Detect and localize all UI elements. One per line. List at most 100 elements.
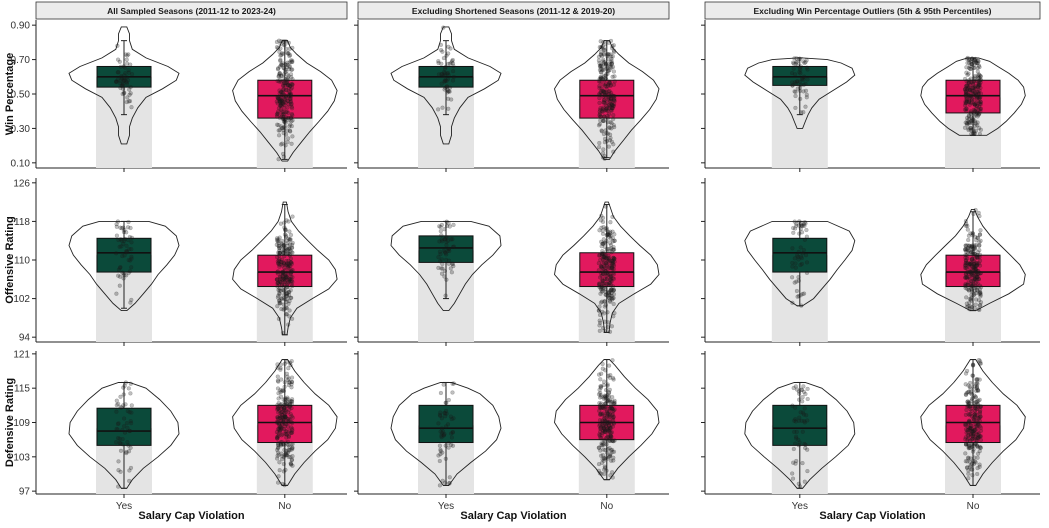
data-point [279, 63, 284, 68]
data-point [287, 53, 292, 59]
data-point [275, 374, 280, 379]
data-point [436, 72, 441, 77]
violin-outline [554, 201, 660, 333]
data-point [611, 102, 617, 107]
data-point [288, 295, 293, 300]
data-point [974, 443, 980, 448]
data-point [601, 251, 606, 256]
data-point [610, 271, 615, 276]
data-point [281, 454, 286, 459]
data-point [612, 96, 617, 101]
data-point [287, 83, 292, 88]
data-point [971, 459, 976, 464]
data-point [281, 83, 286, 88]
data-point [796, 437, 801, 442]
data-point [444, 78, 449, 83]
data-point [284, 50, 290, 55]
data-point [609, 93, 614, 98]
data-point [290, 275, 295, 280]
data-point [802, 220, 807, 225]
data-point [974, 377, 979, 382]
data-point [280, 238, 285, 244]
data-point [281, 469, 286, 474]
data-point [278, 103, 283, 108]
data-point [972, 108, 977, 114]
data-point [279, 52, 284, 57]
data-point [277, 291, 282, 296]
data-point [277, 72, 282, 77]
data-point [289, 67, 294, 72]
data-point [971, 250, 976, 255]
data-point [964, 96, 969, 101]
data-point [966, 114, 971, 119]
data-point [277, 422, 282, 427]
data-point [284, 453, 290, 458]
data-point [596, 308, 602, 313]
violin-outline [68, 382, 180, 489]
data-point [978, 108, 983, 114]
data-point [596, 145, 602, 150]
data-point [439, 426, 444, 431]
data-point [968, 404, 973, 409]
data-point [599, 443, 604, 448]
data-point [608, 233, 613, 238]
data-point [977, 88, 982, 93]
data-point [607, 89, 612, 94]
data-point [605, 100, 610, 105]
data-point [975, 255, 981, 260]
data-point [286, 278, 291, 284]
data-point [966, 400, 971, 405]
data-point [602, 416, 607, 421]
data-point [436, 107, 441, 112]
data-point [608, 259, 613, 264]
data-point [611, 93, 617, 99]
data-point [602, 154, 607, 159]
data-point [962, 247, 968, 252]
data-point [598, 39, 603, 44]
data-point [282, 424, 288, 429]
data-point [600, 424, 606, 429]
data-point [975, 430, 980, 435]
data-point [607, 398, 612, 403]
data-point [971, 429, 976, 434]
data-point [276, 452, 281, 457]
data-point [970, 252, 976, 257]
data-point [437, 249, 442, 254]
data-point [600, 43, 605, 49]
data-point [965, 459, 970, 464]
data-point [283, 62, 288, 68]
data-point [605, 426, 611, 431]
data-point [597, 284, 602, 289]
data-point [281, 78, 286, 84]
data-point [969, 118, 975, 123]
data-point [801, 291, 807, 296]
data-point [964, 106, 969, 111]
data-point [608, 229, 613, 234]
data-point [963, 284, 968, 289]
data-point [283, 409, 288, 414]
data-point [286, 248, 291, 253]
data-point [963, 392, 969, 397]
data-point [275, 415, 280, 420]
data-point [795, 294, 800, 299]
data-point [126, 78, 131, 83]
data-point [969, 389, 974, 394]
data-point [436, 265, 441, 270]
data-point [279, 90, 284, 95]
data-point [451, 222, 456, 227]
data-point [279, 259, 284, 265]
data-point [968, 115, 974, 120]
data-point [279, 296, 284, 302]
data-point [976, 435, 981, 440]
data-point [282, 453, 287, 458]
data-point [597, 418, 603, 423]
data-point [607, 231, 613, 236]
data-point [281, 260, 286, 265]
data-point [277, 300, 282, 305]
data-point [974, 439, 979, 444]
data-point [608, 241, 613, 246]
data-point [798, 71, 803, 76]
data-point [448, 442, 454, 447]
data-point [968, 270, 973, 275]
data-point [283, 234, 288, 239]
